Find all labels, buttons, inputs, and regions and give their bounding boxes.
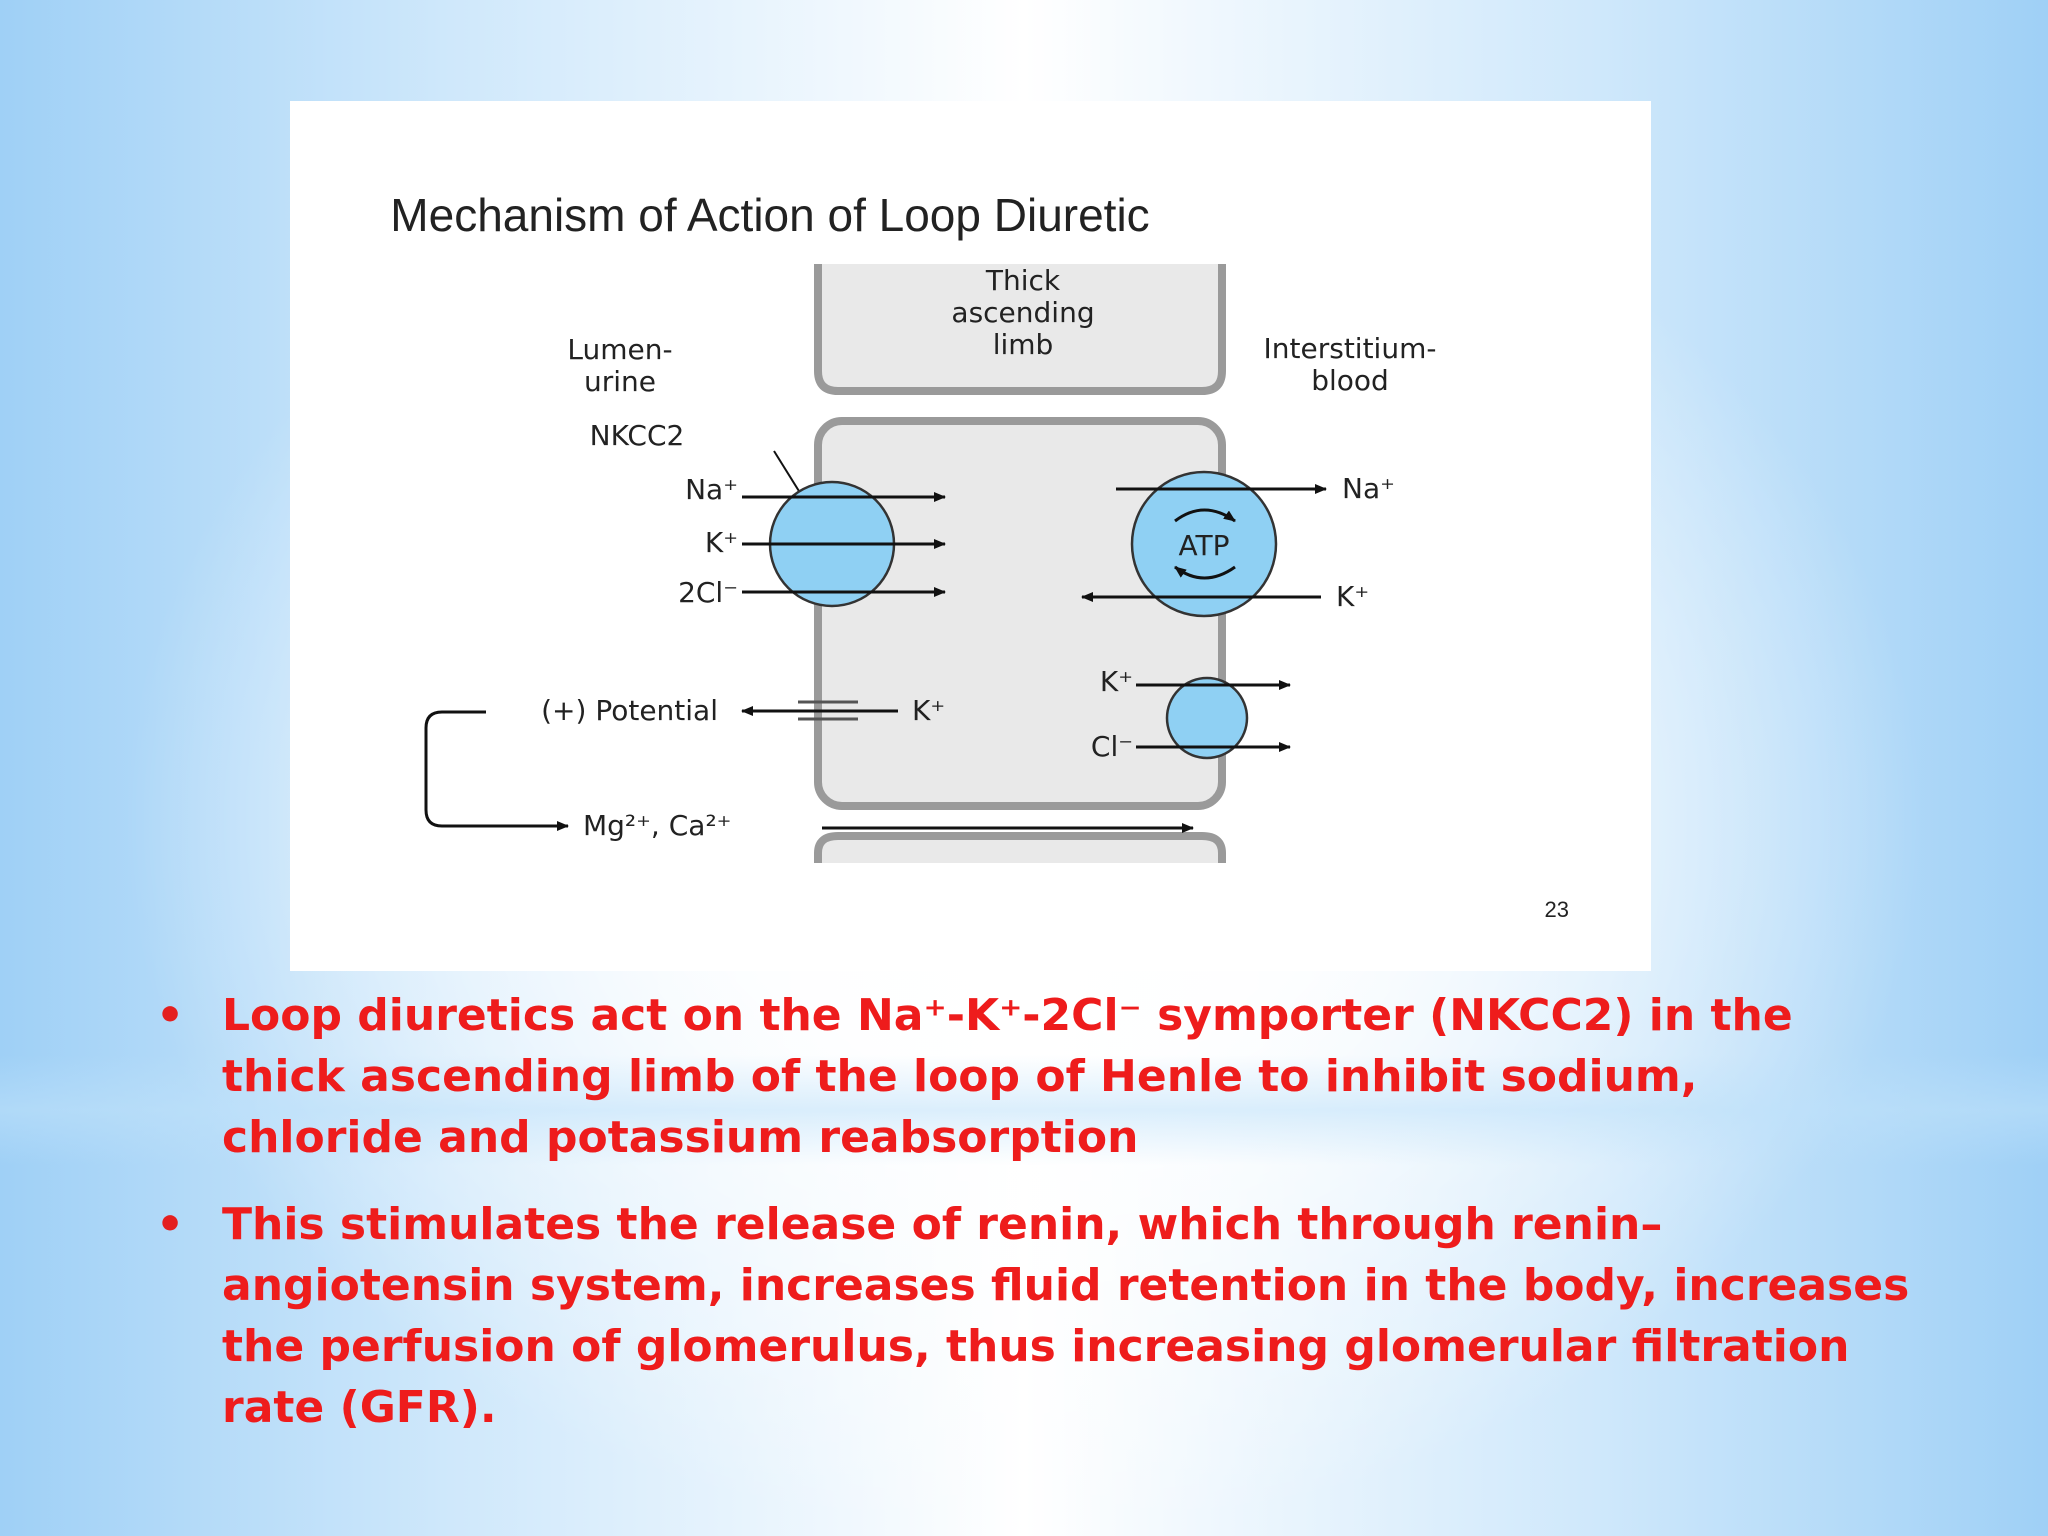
bullet-item-1: • Loop diuretics act on the Na⁺-K⁺-2Cl⁻ … [150,985,1910,1168]
diagram-figure: Mechanism of Action of Loop Diuretic Thi… [290,101,1651,971]
romk-k-label: K⁺ [912,694,945,727]
pump-rotation-arrow-bottom [1174,565,1236,580]
pump-rotation-arrow-top [1174,508,1236,523]
nkcc2-k-label: K⁺ [705,526,738,559]
diagram-title: Mechanism of Action of Loop Diuretic [390,189,1149,241]
bullet-text-2: This stimulates the release of renin, wh… [222,1199,1910,1433]
pump-k-label: K⁺ [1336,580,1369,613]
background-band [0,1055,2048,1165]
loop-diuretic-diagram: Mechanism of Action of Loop Diuretic Thi… [390,189,1437,863]
bullet-text-1: Loop diuretics act on the Na⁺-K⁺-2Cl⁻ sy… [222,990,1793,1163]
lumen-label-line2: urine [584,365,656,398]
segment-label-line3: limb [993,328,1054,361]
na-k-atpase-pump [1130,470,1278,618]
potential-feedback-bracket [424,710,569,831]
upper-cell [814,264,1226,395]
segment-label-line1: Thick [985,264,1061,297]
lumen-label-line1: Lumen- [567,333,672,366]
bullet-list: • Loop diuretics act on the Na⁺-K⁺-2Cl⁻ … [150,985,1910,1464]
kcl-cotransporter [1165,676,1249,760]
kcl-k-label: K⁺ [1100,665,1133,698]
nkcc2-cl-label: 2Cl⁻ [678,576,738,609]
slide-page-number: 23 [1544,897,1569,922]
bullet-item-2: • This stimulates the release of renin, … [150,1194,1910,1438]
potential-label: (+) Potential [541,694,718,727]
nkcc2-na-label: Na⁺ [685,473,738,506]
interstitium-label-line1: Interstitium- [1264,332,1437,365]
kcl-cl-label: Cl⁻ [1091,730,1133,763]
pump-na-label: Na⁺ [1342,472,1395,505]
divalent-ions-label: Mg²⁺, Ca²⁺ [583,809,731,842]
lower-cell [814,832,1226,863]
bullet-dot-icon: • [156,1199,185,1250]
interstitium-label-line2: blood [1311,364,1389,397]
atp-label: ATP [1179,529,1230,562]
bullet-dot-icon: • [156,990,185,1041]
nkcc2-label: NKCC2 [590,419,685,452]
segment-label-line2: ascending [951,296,1094,329]
